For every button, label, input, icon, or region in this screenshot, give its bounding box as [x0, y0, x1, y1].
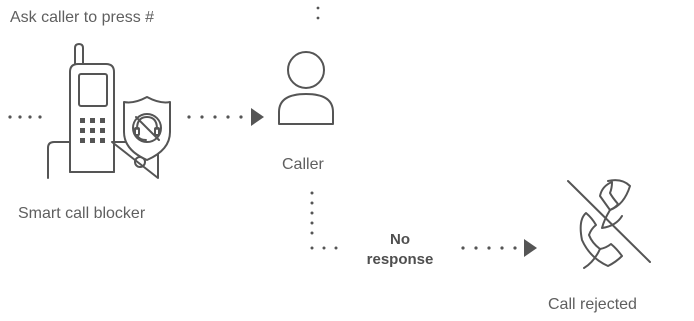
person-icon	[278, 51, 334, 125]
arrow-no-response-to-rejected	[461, 239, 537, 257]
ask-caller-label: Ask caller to press #	[10, 9, 155, 26]
call-rejected-icon	[567, 179, 651, 269]
dotted-line-left-in	[8, 115, 42, 119]
dotted-line-top	[316, 6, 320, 20]
arrow-blocker-to-caller	[187, 108, 264, 126]
caller-label: Caller	[282, 156, 324, 173]
shield-no-call-icon	[123, 96, 171, 161]
call-rejected-label: Call rejected	[548, 296, 637, 313]
smart-call-blocker-label: Smart call blocker	[18, 205, 146, 222]
dotted-line-caller-down	[310, 191, 338, 250]
no-response-label: No response	[352, 230, 448, 270]
no-response-line-1: No	[390, 231, 410, 248]
no-response-line-2: response	[366, 251, 434, 268]
